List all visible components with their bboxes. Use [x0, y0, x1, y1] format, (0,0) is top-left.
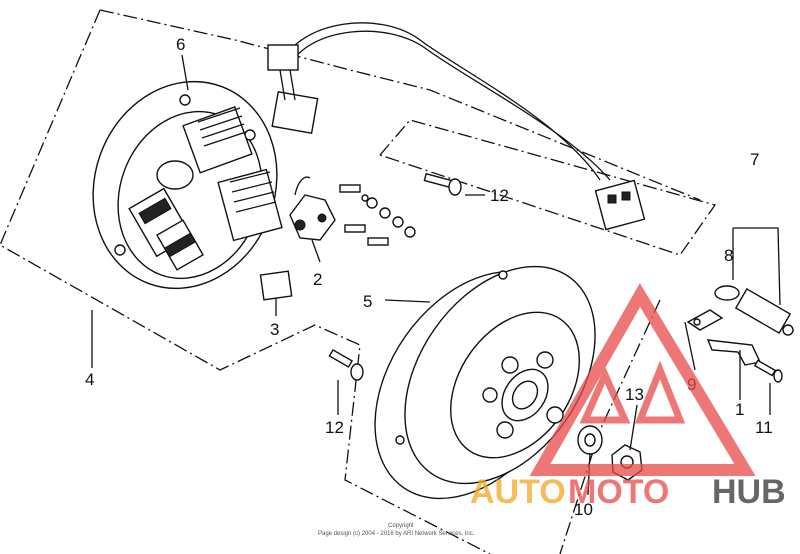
watermark-text-moto: MOTO — [568, 473, 669, 511]
watermark-text-auto: AUTO — [470, 473, 566, 511]
callout-3: 3 — [270, 320, 279, 339]
callout-1: 1 — [735, 400, 744, 419]
copyright-line1: Copyright — [388, 523, 414, 529]
copyright-line2: Page design (c) 2004 - 2016 by ARI Netwo… — [318, 531, 475, 537]
wire-harness — [267, 22, 646, 231]
callout-4: 4 — [85, 370, 94, 389]
callout-7: 7 — [750, 150, 759, 169]
watermark-triangle-outer — [529, 283, 756, 476]
callout-8: 8 — [724, 246, 733, 265]
watermark-text-hub: HUB — [712, 473, 786, 511]
stator-plate — [92, 80, 283, 290]
callout-12-upper: 12 — [490, 186, 509, 205]
grommet — [259, 270, 293, 301]
callout-10: 10 — [574, 500, 593, 519]
automotohub-watermark: AUTO MOTO HUB — [470, 283, 786, 511]
washer-10 — [577, 425, 603, 455]
switch-assembly — [686, 285, 794, 383]
callout-6: 6 — [176, 35, 185, 54]
assembly-outline-right — [99, 9, 701, 201]
leader-lines — [91, 54, 781, 496]
flywheel — [374, 265, 596, 500]
bolts-washers — [339, 184, 416, 246]
callout-11: 11 — [755, 418, 773, 437]
screw-upper — [423, 172, 462, 196]
coil-lines — [197, 107, 277, 213]
pulse-generator — [289, 176, 336, 241]
callout-numbers: 6 2 3 4 5 12 12 7 8 9 1 11 13 10 — [85, 35, 773, 519]
callout-2: 2 — [313, 270, 322, 289]
callout-13: 13 — [625, 385, 644, 404]
watermark-triangle-inner2 — [634, 360, 686, 424]
cable-box-outline — [379, 119, 717, 256]
callout-12-lower: 12 — [325, 418, 344, 437]
stator-assembly-outline — [0, 9, 491, 554]
watermark-triangle-inner — [579, 366, 631, 424]
screw-lower — [328, 348, 364, 381]
callout-5: 5 — [363, 292, 372, 311]
